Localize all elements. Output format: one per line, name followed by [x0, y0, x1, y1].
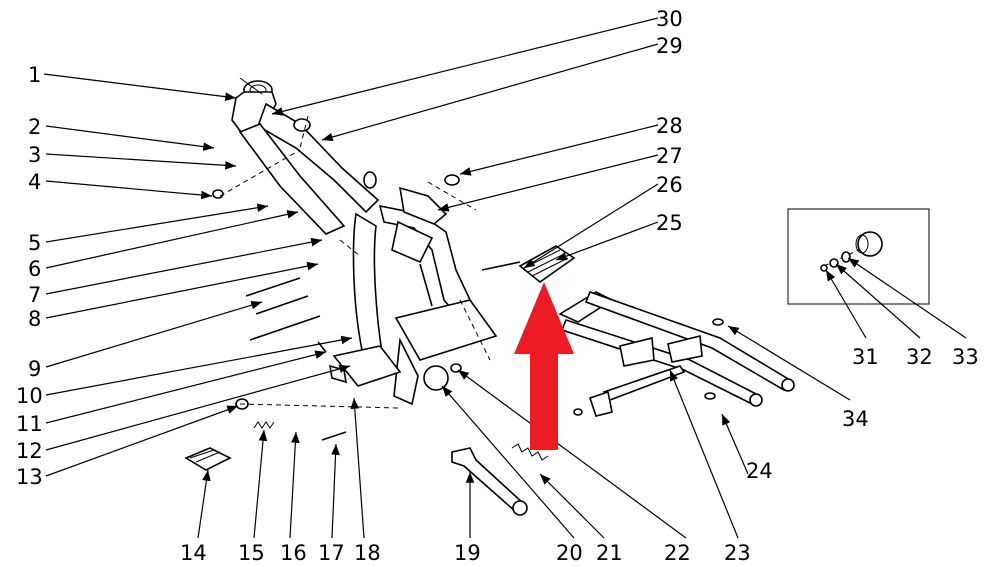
callout-23: 23	[724, 541, 751, 565]
callout-26: 26	[656, 173, 683, 197]
callout-labels: 1 2 3 4 5 6 7 8 9 10 11 12 13 14 15 16 1…	[16, 7, 979, 565]
callout-33: 33	[952, 345, 979, 369]
callout-15: 15	[238, 541, 265, 565]
callout-30: 30	[656, 7, 683, 31]
callout-21: 21	[596, 541, 623, 565]
callout-4: 4	[28, 170, 41, 194]
callout-22: 22	[664, 541, 691, 565]
callout-19: 19	[454, 541, 481, 565]
callout-32: 32	[906, 345, 933, 369]
callout-8: 8	[28, 307, 41, 331]
callout-18: 18	[354, 541, 381, 565]
callout-2: 2	[28, 115, 41, 139]
callout-5: 5	[28, 231, 41, 255]
callout-3: 3	[28, 143, 41, 167]
callout-31: 31	[852, 345, 879, 369]
callout-12: 12	[16, 439, 43, 463]
up-arrow-icon	[514, 282, 574, 450]
callout-20: 20	[556, 541, 583, 565]
frame-assembly	[184, 77, 930, 516]
callout-25: 25	[656, 211, 683, 235]
callout-13: 13	[16, 465, 43, 489]
callout-11: 11	[16, 412, 43, 436]
callout-1: 1	[28, 63, 41, 87]
callout-27: 27	[656, 144, 683, 168]
callout-10: 10	[16, 384, 43, 408]
callout-17: 17	[318, 541, 345, 565]
callout-34: 34	[842, 407, 869, 431]
callout-28: 28	[656, 114, 683, 138]
callout-6: 6	[28, 257, 41, 281]
leader-lines	[43, 17, 967, 539]
callout-14: 14	[180, 541, 207, 565]
callout-29: 29	[656, 34, 683, 58]
callout-9: 9	[28, 357, 41, 381]
callout-16: 16	[280, 541, 307, 565]
callout-24: 24	[746, 459, 773, 483]
callout-7: 7	[28, 283, 41, 307]
